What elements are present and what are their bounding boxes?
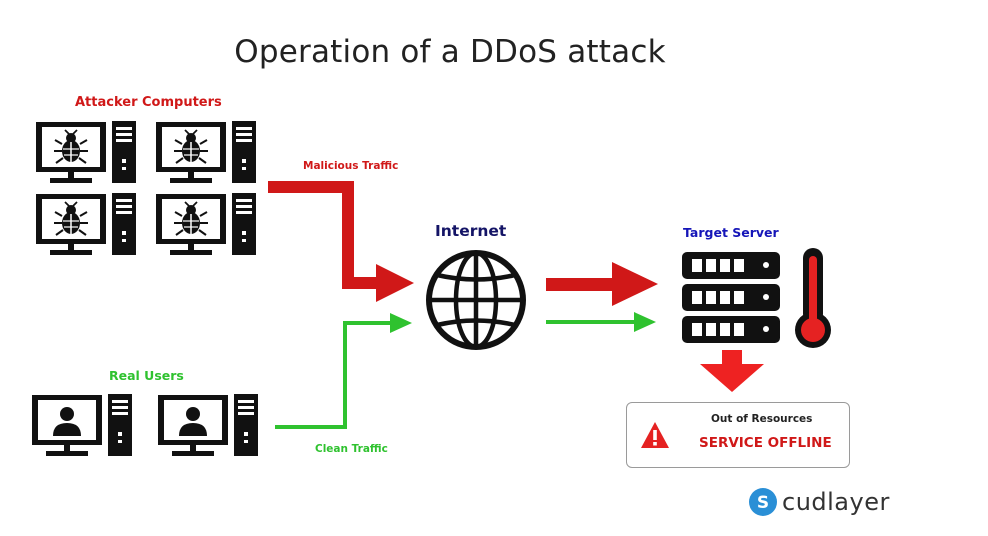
target-server-label: Target Server bbox=[683, 225, 779, 240]
tower-pc-icon bbox=[232, 121, 256, 183]
malicious-traffic-label: Malicious Traffic bbox=[303, 160, 399, 172]
brand-name: cudlayer bbox=[782, 488, 890, 516]
bug-monitor-icon bbox=[35, 121, 107, 184]
bug-monitor-icon bbox=[35, 193, 107, 256]
globe-icon bbox=[426, 250, 526, 350]
tower-pc-icon bbox=[112, 121, 136, 183]
brand-logo-letter: S bbox=[757, 493, 769, 513]
status-heading: Out of Resources bbox=[711, 413, 813, 425]
status-message: SERVICE OFFLINE bbox=[699, 435, 832, 451]
brand-logo: S cudlayer bbox=[748, 485, 890, 519]
attacker-computers bbox=[35, 121, 256, 256]
clean-traffic-label: Clean Traffic bbox=[315, 443, 388, 455]
tower-pc-icon bbox=[232, 193, 256, 255]
brand-logo-icon: S bbox=[749, 488, 777, 516]
server-rack-icon bbox=[682, 252, 780, 343]
thermometer-icon bbox=[795, 248, 831, 348]
clean-to-target-arrow bbox=[546, 312, 656, 332]
clean-traffic-arrow bbox=[275, 313, 412, 429]
real-users-label: Real Users bbox=[109, 368, 184, 383]
attacker-computers-label: Attacker Computers bbox=[75, 95, 222, 110]
status-box: Out of Resources SERVICE OFFLINE bbox=[626, 402, 850, 468]
user-monitor-icon bbox=[158, 395, 228, 456]
malicious-traffic-arrow bbox=[268, 181, 414, 302]
warning-icon bbox=[641, 422, 669, 448]
down-arrow-icon bbox=[700, 350, 764, 392]
real-user-computers bbox=[32, 394, 258, 456]
tower-pc-icon bbox=[112, 193, 136, 255]
diagram-title: Operation of a DDoS attack bbox=[234, 34, 666, 70]
attack-to-target-arrow bbox=[546, 262, 658, 306]
user-monitor-icon bbox=[32, 395, 102, 456]
tower-pc-icon bbox=[108, 394, 132, 456]
bug-monitor-icon bbox=[155, 193, 227, 256]
internet-label: Internet bbox=[435, 222, 507, 240]
bug-monitor-icon bbox=[155, 121, 227, 184]
tower-pc-icon bbox=[234, 394, 258, 456]
